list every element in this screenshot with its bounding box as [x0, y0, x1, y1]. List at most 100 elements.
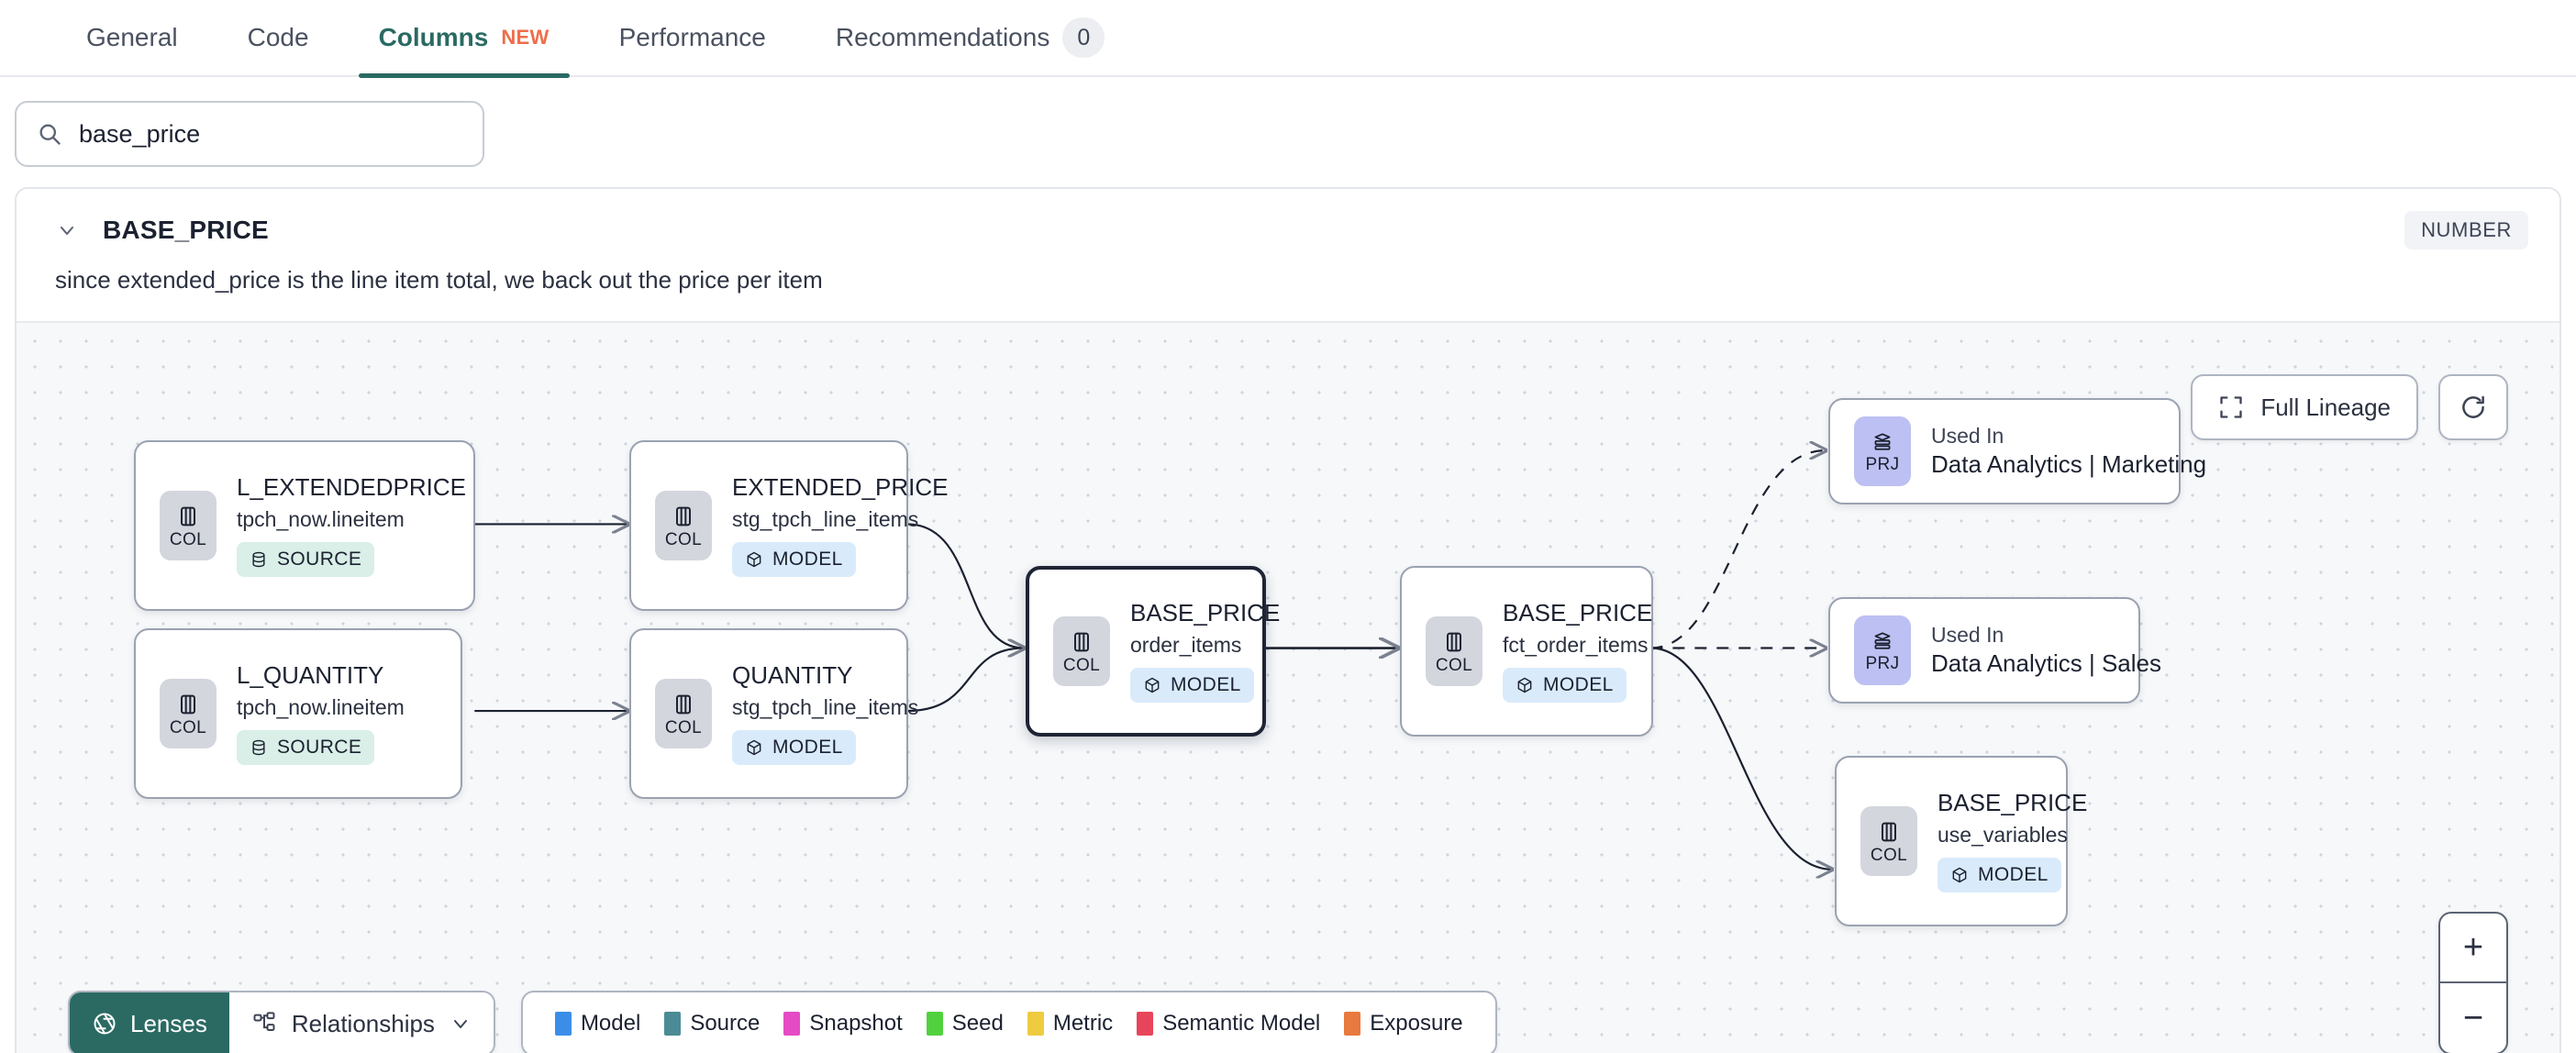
lineage-edges	[474, 323, 2559, 1053]
new-badge: NEW	[501, 26, 550, 49]
node-title: BASE_PRICE	[1938, 789, 2088, 817]
legend-item-snapshot: Snapshot	[772, 1011, 914, 1036]
lineage-node-extended-price[interactable]: COL EXTENDED_PRICE stg_tpch_line_items M…	[629, 440, 949, 611]
prj-badge: PRJ	[1854, 615, 1911, 685]
search-input[interactable]	[79, 119, 462, 149]
node-title: L_EXTENDEDPRICE	[237, 473, 466, 502]
col-badge: COL	[160, 679, 217, 748]
tab-performance[interactable]: Performance	[584, 0, 801, 76]
lenses-relationships-group: Lenses Relationships	[68, 991, 495, 1053]
node-title: L_QUANTITY	[237, 661, 384, 690]
tab-general[interactable]: General	[51, 0, 213, 76]
col-badge-label: COL	[1435, 655, 1473, 675]
chevron-down-icon	[450, 1013, 472, 1035]
legend-item-exposure: Exposure	[1332, 1011, 1474, 1036]
legend-item-metric: Metric	[1016, 1011, 1125, 1036]
node-body: BASE_PRICE fct_order_items MODEL	[1503, 599, 1653, 703]
lineage-node-quantity[interactable]: COL QUANTITY stg_tpch_line_items MODEL	[629, 628, 919, 799]
chevron-down-icon[interactable]	[55, 218, 79, 242]
relationships-label: Relationships	[291, 1009, 435, 1037]
node-type-tag: MODEL	[1130, 667, 1254, 703]
legend-swatch	[554, 1012, 572, 1036]
col-badge-label: COL	[1062, 655, 1101, 675]
aperture-icon	[92, 1011, 117, 1036]
node-subtitle: order_items	[1130, 632, 1242, 657]
lineage-node-base-price-fct-order-items[interactable]: COL BASE_PRICE fct_order_items MODEL	[1400, 566, 1653, 737]
node-body: QUANTITY stg_tpch_line_items MODEL	[732, 661, 919, 765]
canvas-top-controls: Full Lineage	[2191, 374, 2508, 440]
node-subtitle: stg_tpch_line_items	[732, 694, 919, 719]
node-tag-label: SOURCE	[277, 736, 362, 758]
node-body: Used In Data Analytics | Sales	[1931, 623, 2161, 678]
lineage-node-l-extendedprice[interactable]: COL L_EXTENDEDPRICE tpch_now.lineitem SO…	[134, 440, 475, 611]
node-body: Used In Data Analytics | Marketing	[1931, 424, 2206, 479]
node-body: L_QUANTITY tpch_now.lineitem SOURCE	[237, 662, 405, 765]
node-title: BASE_PRICE	[1503, 599, 1653, 627]
legend-swatch	[664, 1012, 682, 1036]
col-badge: COL	[655, 491, 712, 560]
legend-label: Snapshot	[809, 1011, 903, 1036]
col-badge: COL	[160, 491, 217, 560]
tab-recommendations[interactable]: Recommendations 0	[801, 0, 1139, 76]
legend-item-source: Source	[652, 1011, 772, 1036]
tab-columns[interactable]: Columns NEW	[344, 0, 584, 78]
expand-icon	[2218, 394, 2244, 420]
node-tag-label: MODEL	[772, 548, 843, 570]
col-badge: COL	[1426, 616, 1482, 686]
col-badge-label: COL	[169, 529, 207, 549]
node-subtitle: tpch_now.lineitem	[237, 506, 405, 531]
full-lineage-label: Full Lineage	[2260, 393, 2391, 421]
lineage-node-l-quantity[interactable]: COL L_QUANTITY tpch_now.lineitem SOURCE	[134, 628, 462, 799]
lenses-label: Lenses	[130, 1009, 207, 1037]
node-type-tag: MODEL	[1503, 667, 1627, 703]
legend-swatch	[1027, 1012, 1044, 1036]
col-badge: COL	[1053, 616, 1110, 686]
col-badge: COL	[655, 679, 712, 748]
node-title: Used In	[1931, 423, 2004, 448]
lineage-node-project-sales[interactable]: PRJ Used In Data Analytics | Sales	[1828, 597, 2161, 704]
column-detail-card: BASE_PRICE NUMBER since extended_price i…	[15, 187, 2561, 1053]
lineage-node-project-marketing[interactable]: PRJ Used In Data Analytics | Marketing	[1828, 398, 2206, 504]
refresh-button[interactable]	[2438, 374, 2508, 440]
node-type-tag: SOURCE	[237, 729, 375, 765]
node-subtitle: stg_tpch_line_items	[732, 506, 919, 531]
tab-code[interactable]: Code	[213, 0, 344, 76]
node-subtitle: tpch_now.lineitem	[237, 694, 405, 719]
legend-swatch	[1137, 1012, 1154, 1036]
node-body: BASE_PRICE order_items MODEL	[1130, 600, 1280, 703]
node-subtitle: use_variables	[1938, 822, 2068, 847]
tab-label: Columns	[378, 23, 489, 51]
prj-badge: PRJ	[1854, 416, 1911, 486]
column-header: BASE_PRICE NUMBER	[17, 189, 2559, 257]
search-box[interactable]	[15, 101, 484, 167]
col-badge-label: COL	[1870, 845, 1908, 865]
col-badge: COL	[1860, 806, 1917, 876]
lineage-canvas[interactable]: Full Lineage COL L_EXTENDEDPRICE	[17, 321, 2559, 1053]
legend-label: Model	[580, 1011, 641, 1036]
col-badge-label: COL	[169, 717, 207, 737]
search-area	[0, 77, 2576, 187]
lineage-node-base-price-use-variables[interactable]: COL BASE_PRICE use_variables MODEL	[1835, 756, 2088, 926]
prj-badge-label: PRJ	[1865, 653, 1900, 673]
node-subtitle: fct_order_items	[1503, 632, 1649, 657]
node-type-tag: MODEL	[732, 729, 856, 765]
node-tag-label: MODEL	[772, 736, 843, 758]
recommendations-count-badge: 0	[1062, 17, 1105, 58]
node-type-legend: Model Source Snapshot Seed Metric	[520, 991, 1497, 1053]
node-tag-label: MODEL	[1171, 673, 1241, 695]
relationships-dropdown[interactable]: Relationships	[228, 992, 494, 1053]
zoom-out-button[interactable]: −	[2462, 998, 2484, 1037]
lenses-button[interactable]: Lenses	[70, 992, 229, 1053]
col-badge-label: COL	[664, 529, 703, 549]
legend-label: Metric	[1052, 1011, 1114, 1036]
node-subtitle: Data Analytics | Sales	[1931, 649, 2161, 678]
column-description: since extended_price is the line item to…	[55, 266, 823, 294]
full-lineage-button[interactable]: Full Lineage	[2191, 374, 2418, 440]
search-icon	[37, 121, 62, 147]
node-title: QUANTITY	[732, 661, 853, 690]
legend-label: Seed	[951, 1011, 1004, 1036]
tab-label: General	[86, 23, 178, 51]
tab-bar: General Code Columns NEW Performance Rec…	[0, 0, 2576, 78]
lineage-node-base-price-order-items[interactable]: COL BASE_PRICE order_items MODEL	[1026, 566, 1280, 737]
zoom-in-button[interactable]: +	[2440, 914, 2506, 983]
